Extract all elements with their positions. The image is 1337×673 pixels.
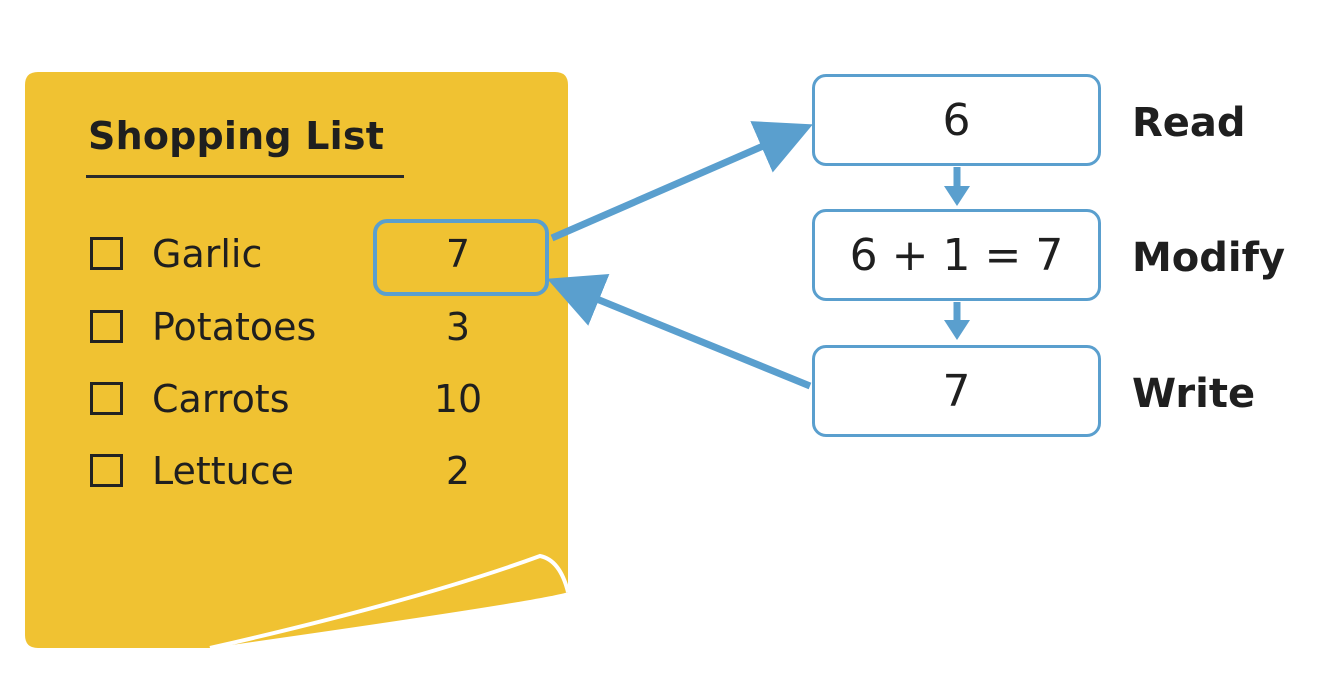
list-item: Carrots 10 bbox=[90, 375, 510, 425]
item-name: Garlic bbox=[152, 232, 263, 276]
write-arrow bbox=[547, 273, 812, 390]
list-item: Lettuce 2 bbox=[90, 447, 510, 497]
carrots-checkbox[interactable] bbox=[90, 382, 123, 415]
garlic-quantity-highlight bbox=[373, 219, 549, 296]
write-step-box: 7 bbox=[812, 345, 1101, 437]
item-quantity: 7 bbox=[445, 232, 471, 276]
read-to-modify-arrowhead bbox=[944, 186, 970, 206]
garlic-checkbox[interactable] bbox=[90, 237, 123, 270]
item-name: Carrots bbox=[152, 377, 290, 421]
write-step-label: Write bbox=[1132, 371, 1256, 417]
item-name: Lettuce bbox=[152, 449, 295, 493]
item-quantity: 2 bbox=[445, 449, 471, 493]
title-underline bbox=[86, 175, 404, 178]
modify-to-write-arrowhead bbox=[944, 320, 970, 340]
read-arrow bbox=[550, 121, 813, 242]
sticky-note-curl bbox=[209, 553, 570, 650]
read-step-label: Read bbox=[1132, 100, 1246, 146]
potatoes-checkbox[interactable] bbox=[90, 310, 123, 343]
modify-step-box: 6 + 1 = 7 bbox=[812, 209, 1101, 301]
shopping-list-title: Shopping List bbox=[88, 114, 385, 158]
item-name: Potatoes bbox=[152, 305, 317, 349]
sticky-note bbox=[25, 72, 568, 648]
item-quantity: 3 bbox=[445, 305, 471, 349]
modify-step-label: Modify bbox=[1132, 235, 1286, 281]
list-item: Potatoes 3 bbox=[90, 303, 510, 353]
item-quantity: 10 bbox=[433, 377, 483, 421]
read-step-box: 6 bbox=[812, 74, 1101, 166]
list-item: Garlic 7 bbox=[90, 230, 510, 280]
lettuce-checkbox[interactable] bbox=[90, 454, 123, 487]
